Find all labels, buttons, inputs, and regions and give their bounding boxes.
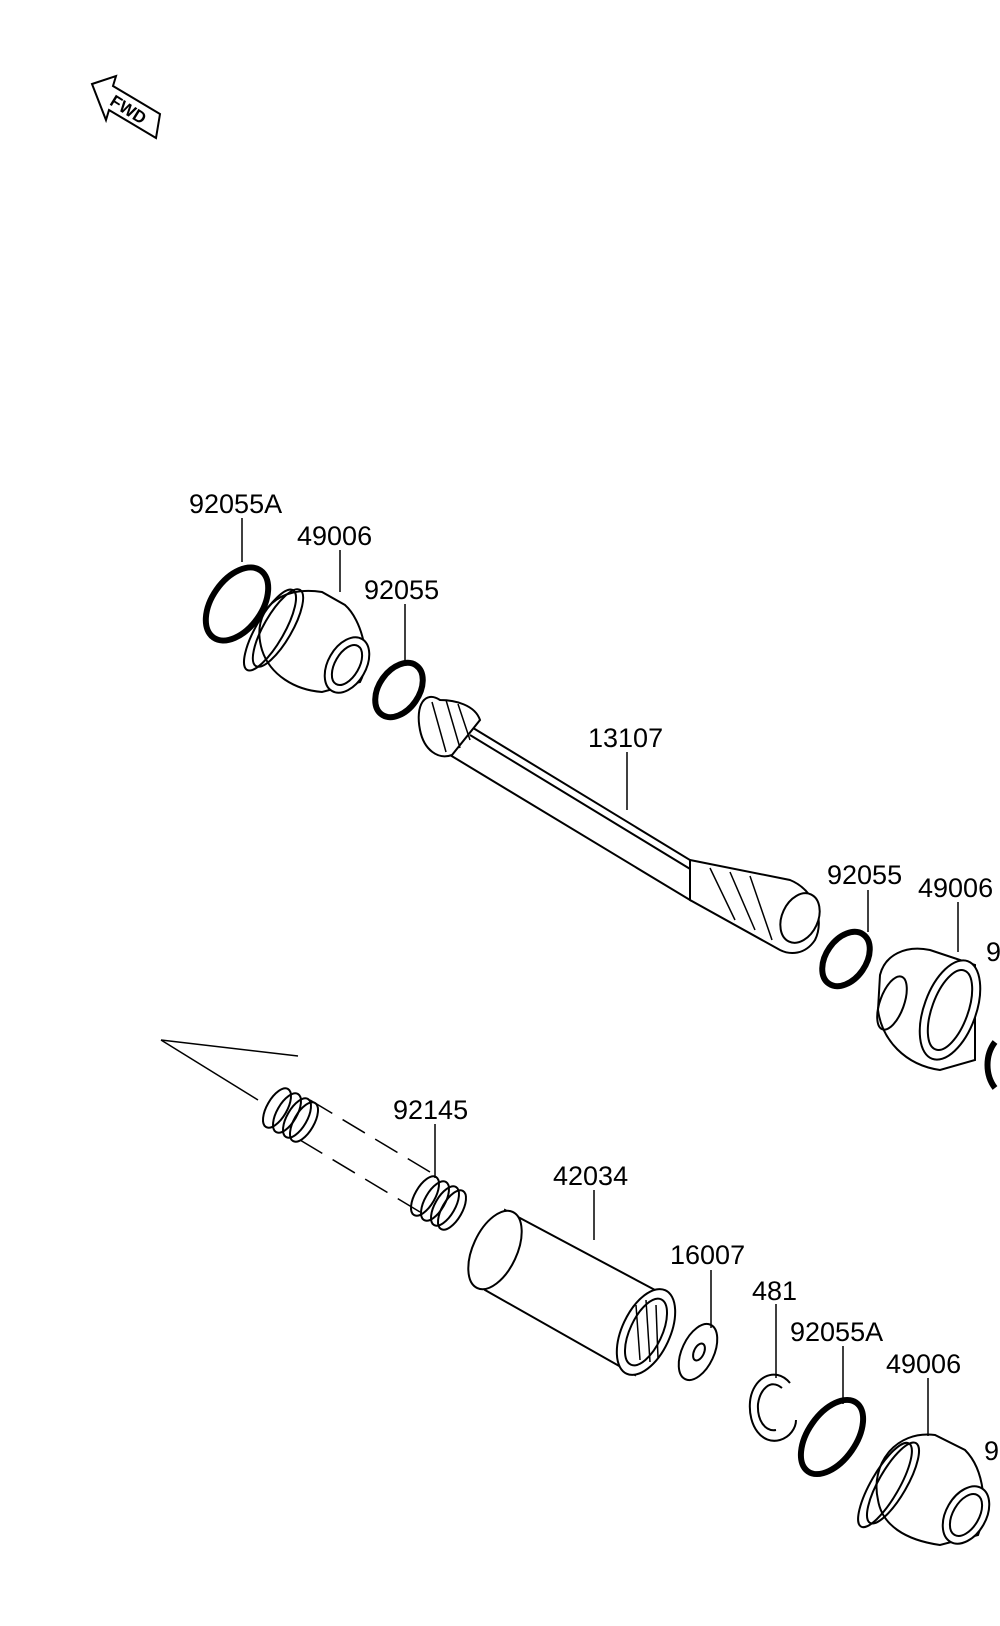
label-481: 481	[752, 1276, 797, 1306]
o-ring-92055a-top[interactable]	[193, 556, 281, 652]
partial-ring-edge-mid	[984, 1040, 998, 1090]
leader-wedge	[160, 1039, 299, 1101]
label-9-bottom: 9	[984, 1436, 999, 1466]
label-49006-bottom: 49006	[886, 1349, 961, 1379]
o-ring-92055-top[interactable]	[365, 654, 432, 726]
label-92055a-top: 92055A	[189, 489, 282, 519]
label-92055-top: 92055	[364, 575, 439, 605]
boot-49006-bottom[interactable]	[849, 1433, 999, 1552]
spring-92145-right[interactable]	[405, 1172, 471, 1234]
boot-49006-top[interactable]	[235, 583, 379, 701]
o-ring-92055a-bottom[interactable]	[788, 1389, 875, 1485]
fwd-arrow-marker: FWD	[90, 74, 162, 140]
spring-dashed-centerline	[299, 1099, 431, 1213]
label-49006-mid: 49006	[918, 873, 993, 903]
drive-shaft-13107[interactable]	[417, 695, 828, 954]
leader-lines	[241, 518, 959, 1436]
label-92145: 92145	[393, 1095, 468, 1125]
spring-92145-left[interactable]	[257, 1084, 323, 1146]
label-92055a-bottom: 92055A	[790, 1317, 883, 1347]
boot-49006-mid[interactable]	[871, 947, 992, 1072]
label-92055-mid: 92055	[827, 860, 902, 890]
label-13107: 13107	[588, 723, 663, 753]
o-ring-92055-mid[interactable]	[812, 923, 879, 995]
coupling-sleeve-42034[interactable]	[457, 1203, 687, 1384]
label-42034: 42034	[553, 1161, 628, 1191]
label-16007: 16007	[670, 1240, 745, 1270]
label-49006-top: 49006	[297, 521, 372, 551]
label-9-mid: 9	[986, 937, 1000, 967]
washer-16007[interactable]	[671, 1318, 725, 1386]
circlip-481[interactable]	[748, 1373, 797, 1442]
